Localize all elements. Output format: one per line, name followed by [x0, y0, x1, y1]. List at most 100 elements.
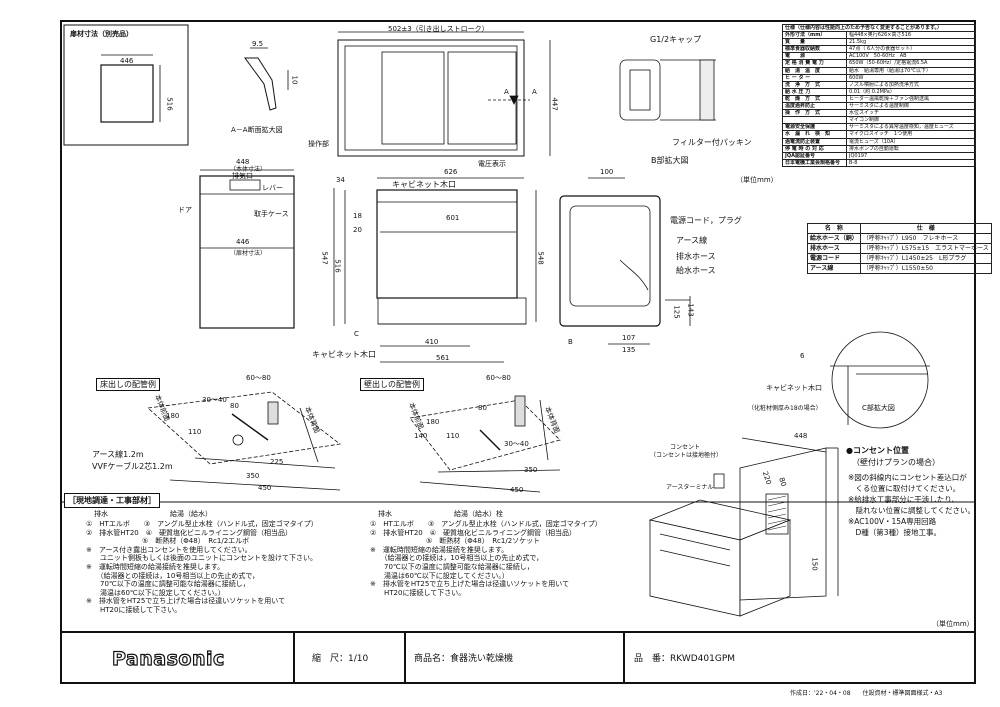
right-parts-line: （給湯器との接続は，10号相当以上の先止め式で， [370, 554, 544, 563]
material-size-frame [63, 24, 189, 146]
left-parts-line: HT20に接続して下さい。 [86, 605, 182, 614]
outlet-subtitle: （壁付けプランの場合） [852, 458, 940, 467]
parts-spec: （呼称ｷｬｯﾌﾟ）L950 フレキホース [859, 233, 992, 244]
c-detail-title: C部拡大図 [862, 404, 895, 412]
parts-name: 排水ホース [807, 243, 861, 254]
spec-key: 温度過昇防止 [782, 102, 847, 111]
floor-dim-6: 450 [258, 484, 272, 492]
right-parts-line: ② 排水管HT20 ④ 硬質塩化ビニルライニング鋼管（相当品） [370, 528, 576, 537]
site-parts-title: ［現地調達・工事部材］ [64, 493, 160, 508]
wall-dim-4: 350 [524, 466, 538, 474]
spec-key [782, 116, 847, 125]
spec-key: ヒ ー タ ー [782, 73, 847, 82]
c-detail-note: （化粧材側厚み18の場合） [748, 405, 822, 412]
outlet-note-line: ※給排水工事部分に干渉したり、 [848, 495, 959, 504]
spec-value: サーミスタによる異常温度検知，温度ヒューズ [846, 123, 976, 132]
outlet-note-line: 隠れない位置に調整してください。 [848, 506, 976, 515]
right-parts-line: 70℃以下の温度に調整可能な給湯器に接続し， [370, 562, 534, 571]
door-material-panel [100, 64, 154, 123]
right-parts-line: ① HTエルボ ③ アングル型止水栓（ハンドル式，固定ゴマタイプ） [370, 520, 602, 528]
floor-piping-title: 床出しの配管例 [96, 378, 160, 391]
left-parts-line: ② 排水管HT20 ④ 硬質塩化ビニルライニング鋼管（相当品） [86, 528, 292, 537]
left-parts-line: ※ アース付き露出コンセントを使用してください。 [86, 545, 252, 554]
spec-key: 乾 燥 方 式 [782, 94, 847, 104]
c-detail-marker: C [354, 330, 359, 338]
left-parts-line: ユニット側板もしくは後面のユニットにコンセントを設けて下さい。 [86, 554, 317, 563]
outlet-note-line: ※図の斜線内にコンセント差込口が [848, 473, 967, 482]
outlet-dim-448: 448 [794, 432, 808, 440]
side-dim-601: 601 [446, 214, 460, 222]
panasonic-logo: Panasonic [111, 647, 225, 670]
floor-dim-4: 225 [270, 458, 284, 466]
side-dim-548: 548 [536, 251, 545, 265]
side-dim-516: 516 [333, 259, 342, 273]
front-width-note2: （扉材寸法） [230, 250, 267, 257]
c-detail-circle [831, 331, 929, 429]
spec-key: 給 水 圧 力 [782, 87, 847, 96]
spec-key: 標準食器収納数 [782, 45, 847, 54]
outlet-note-line: くる位置に取付けてください。 [848, 484, 961, 493]
spec-key: 洗 浄 方 式 [782, 80, 847, 89]
model-number-field: 品 番：RKWD401GPM [634, 654, 736, 664]
rear-dim-143: 143 [686, 303, 695, 317]
wall-dim-8: 180 [426, 418, 440, 426]
side-top-dim: 626 [444, 168, 458, 176]
top-view-stroke-dim: 502±3（引き出しストローク） [388, 25, 489, 33]
spec-value: 給水 給湯専用（給湯は70℃以下） [846, 66, 976, 75]
wall-piping-title: 壁出しの配管例 [360, 378, 424, 391]
floor-dim-8: 180 [166, 412, 180, 420]
rear-dim-125: 125 [672, 305, 681, 319]
outlet-dim-150: 150 [810, 557, 819, 571]
right-parts-line: ※ 運転時間短縮の給湯接続を推奨します。 [370, 545, 509, 554]
spec-key: 外形寸法（mm） [782, 31, 847, 40]
outlet-notes: ※図の斜線内にコンセント差込口が くる位置に取付けてください。 ※給排水工事部分… [848, 472, 975, 538]
top-view-body [337, 39, 525, 157]
left-parts-line: ※ 運転時間短縮の給湯接続を推奨します。 [86, 562, 225, 571]
wall-dim-2: 30～40 [504, 440, 529, 448]
front-width-dim: 448 [236, 158, 250, 166]
top-view-depth-dim: 447 [550, 97, 559, 111]
left-parts-line: ① HTエルボ ③ アングル型止水栓（ハンドル式，固定ゴマタイプ） [86, 520, 318, 528]
spec-key: 質 量 [782, 38, 847, 47]
wall-dim-1: 60～80 [486, 374, 511, 382]
spec-value: B-8 [846, 158, 976, 167]
outlet-units: （単位mm） [932, 620, 974, 628]
floor-vvf-label: VVFケーブル2芯1.2m [92, 462, 173, 471]
outlet-label: コンセント [670, 444, 701, 451]
spec-key: 水 漏 れ 検 知 [782, 130, 847, 139]
floor-earth-label: アース線1.2m [92, 450, 144, 459]
earth-terminal-label: アースターミナル [666, 484, 714, 491]
handle-case-label: 取手ケース [254, 210, 289, 218]
right-parts-line: HT20に接続して下さい。 [370, 588, 466, 597]
outlet-note-line: D種（第3種）接地工事。 [848, 528, 942, 537]
front-view-body [199, 175, 295, 329]
spec-key: 停 電 時 の 対 応 [782, 144, 847, 153]
parts-spec: （呼称ｷｬｯﾌﾟ）L1550±50 [859, 263, 992, 274]
footer-date: 作成日：'22・04・08 住設資材・標準図面様式・A3 [790, 690, 943, 697]
door-label: ドア [178, 206, 192, 214]
outlet-note: （コンセントは接地極付） [650, 452, 723, 459]
g-cap-label: G1/2キャップ [650, 35, 702, 44]
spec-key: JQA認証番号 [782, 151, 847, 160]
outlet-title: ●コンセント位置 [846, 446, 909, 455]
spec-value: 0.01（約 0.2MPa） [846, 87, 976, 96]
rear-dim-107: 107 [622, 334, 636, 342]
spec-value: 21.5kg [846, 38, 976, 47]
floor-dim-3: 80 [230, 402, 239, 410]
wall-dim-6: 140 [414, 432, 428, 440]
units-label: （単位mm） [736, 176, 778, 184]
spec-value: マイコン制御 [846, 116, 976, 125]
side-dim-561: 561 [436, 354, 450, 362]
parts-head-name: 名 称 [807, 223, 861, 234]
spec-value: サーミスタによる温度制御 [846, 102, 976, 111]
spec-table-title: 仕様（仕様内容は性能向上のため予告なく変更することがあります。） [782, 23, 976, 33]
spec-value: 幅448×奥行626×高さ516 [846, 31, 976, 40]
top-view-section-marker-a2: A [532, 88, 537, 96]
side-dim-547: 547 [320, 251, 329, 265]
spec-value: 600W [846, 73, 976, 82]
spec-key: 給 湯 温 度 [782, 66, 847, 75]
right-parts-line: ※ 排水管をHT25で立ち上げた場合は径違いソケットを用いて [370, 580, 570, 589]
spec-key: 定 格 消 費 電 力 [782, 59, 847, 68]
right-parts-line: 湯温は60℃以下に設定してください。） [370, 571, 509, 580]
left-parts-line: ※ 排水管をHT25で立ち上げた場合は径違いソケットを用いて [86, 597, 286, 606]
